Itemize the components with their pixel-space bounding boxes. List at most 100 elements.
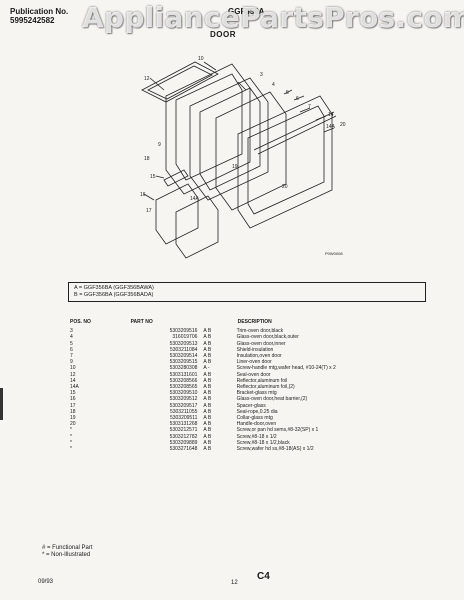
diagram-label: 20 [282, 184, 288, 190]
diagram-label: 18 [144, 156, 150, 162]
part-no-cell: 5303208565 [169, 384, 198, 391]
description-cell: Reflector,aluminum foil [236, 377, 288, 384]
pos-no-cell: 12 [70, 371, 76, 378]
watermark: AppliancePartsPros.com [82, 1, 464, 34]
model-legend-b: B = GGF356BA (GGF356BADA) [74, 292, 154, 298]
figure-code: P0W0008 [325, 251, 343, 256]
heat-barrier-glass-1 [155, 183, 199, 245]
header-description: DESCRIPTION [237, 319, 272, 325]
pos-no-cell: 16 [70, 396, 76, 403]
pos-no-cell: 6 [70, 346, 73, 353]
pos-no-cell: 10 [70, 365, 76, 372]
model-cell: A B [203, 340, 212, 347]
pos-no-cell: 9 [70, 359, 73, 366]
model-cell: A B [203, 421, 212, 428]
diagram-label: 20 [340, 122, 346, 128]
description-cell: Bracket-glass mtg [236, 390, 277, 397]
publication-label: Publication No. [10, 7, 69, 16]
pos-no-cell: * [70, 427, 72, 434]
model-cell: A B [203, 402, 212, 409]
part-no-cell: 5303208566 [169, 377, 198, 384]
part-no-cell: 5303209517 [169, 402, 198, 409]
pos-no-cell: 5 [70, 340, 73, 347]
binding-edge-mark [0, 388, 3, 420]
model-cell: A B [203, 353, 212, 360]
description-cell: Collar-glass mtg [236, 415, 273, 422]
model-cell: A B [203, 408, 212, 415]
part-no-cell: 5303209512 [169, 396, 198, 403]
diagram-label: 3 [260, 72, 263, 78]
model-cell: A B [203, 377, 212, 384]
part-no-cell: 5303209515 [169, 359, 198, 366]
diagram-label: 19 [232, 164, 238, 170]
outer-glass-shape [237, 95, 333, 229]
model-cell: A B [203, 328, 212, 335]
part-no-cell: 5303209516 [169, 328, 198, 335]
part-no-cell: 5303131268 [169, 421, 198, 428]
part-no-cell: 5303209511 [169, 415, 198, 422]
description-cell: Liner-oven door [236, 359, 272, 366]
diagram-label: 10 [198, 56, 204, 62]
part-no-cell: 5303211055 [169, 408, 198, 415]
notes: # = Functional Part * = Non-Illustrated [42, 545, 93, 559]
publication-number: 5995242582 [10, 16, 55, 25]
pos-no-cell: 18 [70, 408, 76, 415]
model-cell: A B [203, 415, 212, 422]
model-cell: A B [203, 346, 212, 353]
seal-oven-door-shape [141, 61, 219, 103]
liner-oven-door-shape [165, 63, 251, 195]
pos-no-cell: 14 [70, 377, 76, 384]
part-no-cell: 5303212571 [169, 427, 198, 434]
model-cell: A B [203, 446, 212, 453]
description-cell: Screw,or pan hd sems,#8-32(SP) x 1 [236, 427, 319, 434]
model-cell: A B [203, 439, 212, 446]
table-row: 14 5303208566 A B Reflector,aluminum foil [64, 378, 434, 384]
model-code: GGF356A [228, 7, 265, 16]
section-title: DOOR [210, 30, 236, 39]
diagram-label: 5 [286, 90, 289, 96]
diagram-label: 14A [190, 196, 200, 202]
part-no-cell: 5303131601 [169, 371, 198, 378]
part-no-cell: 316019706 [172, 334, 198, 341]
door-exploded-diagram: 10 12 9 3 4 5 6 7 14 14A 15 16 17 18 19 … [140, 56, 346, 259]
pos-no-cell: 19 [70, 415, 76, 422]
inner-glass-shape [215, 91, 287, 211]
note-non-illustrated: * = Non-Illustrated [42, 552, 91, 558]
insulation-shape [189, 77, 269, 201]
diagram-label: 14 [328, 112, 334, 118]
part-no-cell: 5303212782 [169, 433, 198, 440]
diagram-label: 9 [158, 142, 161, 148]
bracket-glass-shape [163, 169, 189, 187]
part-no-cell: 5303209889 [169, 439, 198, 446]
part-no-cell: 5303271648 [169, 446, 198, 453]
part-no-cell: 5303211084 [169, 346, 198, 353]
description-cell: Glass-oven door,inner [236, 340, 286, 347]
diagram-label: 4 [272, 82, 275, 88]
diagram-label: 15 [150, 174, 156, 180]
description-cell: Seal-rope,0.25 dia [236, 408, 278, 415]
description-cell: Spacer-glass [236, 402, 266, 409]
pos-no-cell: * [70, 446, 72, 453]
diagram-label: 12 [144, 76, 150, 82]
model-legend-a: A = GGF356BA (GGF356BAWA) [74, 285, 154, 291]
diagram-label: 17 [146, 208, 152, 214]
parts-table-header: POS. NO PART NO DESCRIPTION [64, 318, 434, 328]
header-pos-no: POS. NO [70, 319, 91, 325]
table-row: 18 5303211055 A B Seal-rope,0.25 dia [64, 409, 434, 415]
description-cell: Screw,#8-18 x 1/2 [236, 433, 277, 440]
note-functional: # = Functional Part [42, 545, 93, 551]
pos-no-cell: 15 [70, 390, 76, 397]
description-cell: Insulation,oven door [236, 353, 282, 360]
description-cell: Screw-handle mtg,wafer head, #10-24(T) x… [236, 365, 336, 372]
